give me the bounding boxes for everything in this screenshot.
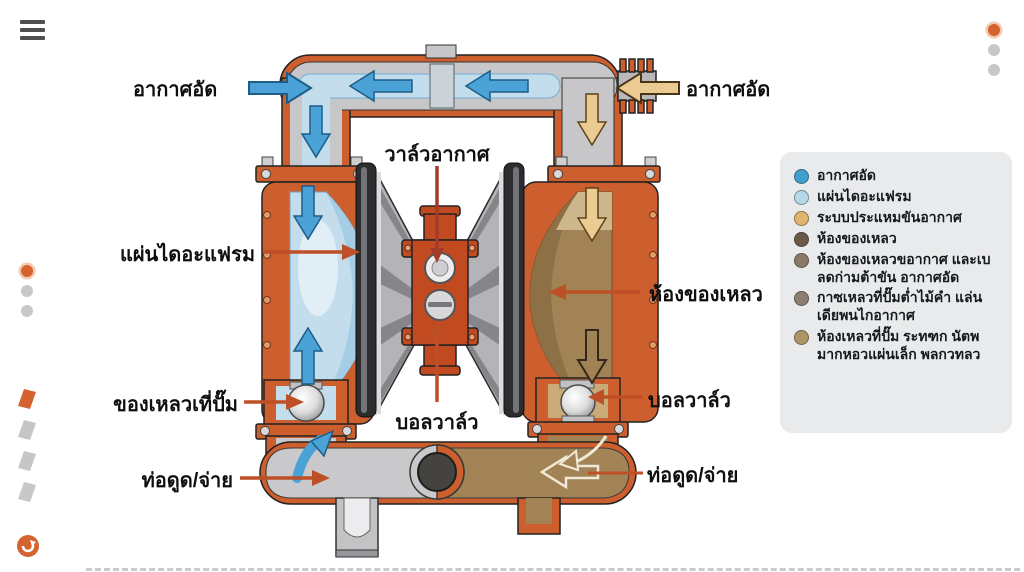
label-air-valve: วาล์วอากาศ	[384, 144, 490, 166]
legend-color-dot	[794, 252, 809, 268]
flow-arrows	[292, 69, 608, 490]
bottom-dashed-divider	[86, 568, 1020, 571]
left-diaphragm-plate	[355, 162, 415, 418]
right-ball-valve	[527, 377, 629, 438]
dot[interactable]	[21, 285, 33, 297]
legend-color-dot	[794, 291, 809, 307]
legend-item-label: ห้องของเหลว	[817, 229, 897, 246]
dot[interactable]	[21, 305, 33, 317]
legend-item: อากาศอัด	[794, 167, 1002, 185]
legend-item-label: ห้องเหลวที่ปั๊ม ระทฑก นัตพมากหอวแผ่นเล็ก…	[817, 328, 981, 363]
legend-item: ห้องของเหลวขอากาศ และเบลดก่ามต้าขัน อากา…	[794, 251, 1002, 287]
legend-color-dot	[794, 169, 809, 184]
threaded-inlet	[619, 58, 654, 114]
callout-pointers	[240, 166, 643, 486]
dot-active[interactable]	[21, 265, 33, 277]
label-compressed-air-right: อากาศอัด	[686, 79, 771, 101]
compressed-air-arrow-right	[615, 71, 680, 105]
page-dots-right[interactable]	[987, 24, 1001, 84]
legend-item: ห้องเหลวที่ปั๊ม ระทฑก นัตพมากหอวแผ่นเล็ก…	[794, 328, 1002, 364]
compressed-air-arrow-left	[248, 71, 313, 105]
label-suction-discharge-left: ท่อดูด/จ่าย	[141, 470, 233, 492]
label-arrows	[248, 71, 680, 105]
dot[interactable]	[988, 64, 1000, 76]
dot[interactable]	[988, 44, 1000, 56]
air-valve-block	[401, 205, 479, 376]
legend-item: ห้องของเหลว	[794, 230, 1002, 248]
label-suction-discharge-right: ท่อดูด/จ่าย	[647, 465, 739, 487]
label-ball-valve-center: บอลวาล์ว	[395, 412, 479, 434]
dot-active[interactable]	[988, 24, 1000, 36]
label-diaphragm: แผ่นไดอะแฟรม	[119, 244, 255, 266]
label-compressed-air-left: อากาศอัด	[133, 79, 218, 101]
right-chamber	[521, 181, 659, 423]
legend-color-dot	[794, 189, 809, 205]
legend-item-label: อากาศอัด	[817, 167, 876, 183]
right-diaphragm-plate	[465, 162, 525, 418]
legend-item: แผ่นไดอะแฟรม	[794, 188, 1002, 206]
legend-item: ระบบประแหมขันอากาศ	[794, 209, 1002, 227]
hamburger-menu-icon[interactable]	[20, 20, 46, 42]
bottom-manifold	[259, 433, 637, 558]
left-ball-valve	[255, 379, 357, 440]
brand-logo	[15, 533, 41, 564]
label-ball-valve-right: บอลวาล์ว	[648, 390, 731, 412]
page-dots-left[interactable]	[20, 265, 34, 325]
legend-item-label: แผ่นไดอะแฟรม	[817, 187, 912, 204]
legend-color-dot	[794, 231, 809, 247]
legend-color-dot	[794, 330, 809, 346]
tan-flow-arrows	[576, 93, 608, 243]
blue-flow-arrows	[292, 69, 529, 385]
legend-item-label: กาซเหลวที่ปั๊มต่ำไม้คำ แล่นเดียพนไกอากาศ	[817, 289, 983, 324]
legend-panel: อากาศอัด แผ่นไดอะแฟรม ระบบประแหมขันอากาศ…	[780, 152, 1012, 433]
legend-item: กาซเหลวที่ปั๊มต่ำไม้คำ แล่นเดียพนไกอากาศ	[794, 289, 1002, 325]
label-pumped-fluid: ของเหลวเที่ปั๊ม	[113, 394, 238, 416]
legend-color-dot	[794, 210, 809, 226]
legend-item-label: ห้องของเหลวขอากาศ และเบลดก่ามต้าขัน อากา…	[817, 250, 991, 285]
side-deco-shapes	[14, 388, 54, 523]
legend-item-label: ระบบประแหมขันอากาศ	[817, 208, 962, 225]
label-fluid-chamber: ห้องของเหลว	[649, 284, 763, 306]
casing-bolts	[263, 211, 657, 349]
